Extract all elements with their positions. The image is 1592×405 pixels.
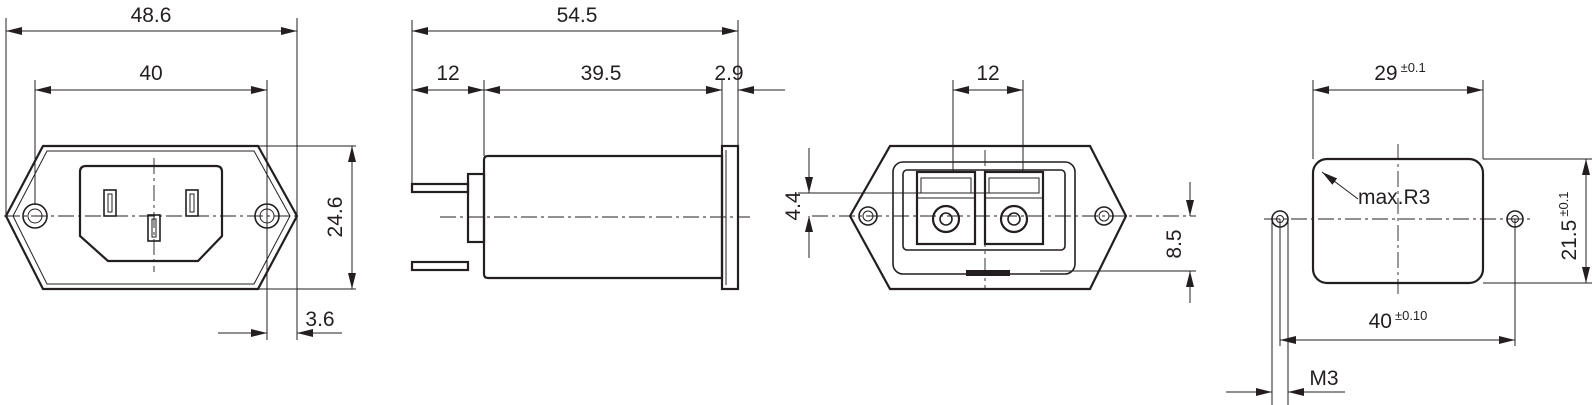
pin-right xyxy=(185,189,199,217)
c14-socket-outline xyxy=(78,164,224,263)
side-flange xyxy=(720,144,740,291)
side-view: 54.5 12 39.5 2.9 xyxy=(410,4,785,291)
panel-cutout-view: 29±0.1 max.R3 21.5±0.1 40±0.10 M3 xyxy=(1226,60,1592,405)
dim-overall-length: 54.5 xyxy=(557,4,598,27)
side-terminal-bottom xyxy=(410,260,470,272)
front-flange-outline xyxy=(4,144,299,291)
rear-screw-left xyxy=(931,204,961,234)
dim-overall-width: 48.6 xyxy=(131,4,172,27)
dim-terminal-spacing: 12 xyxy=(976,62,999,85)
rear-screw-right xyxy=(999,204,1029,234)
pin-left xyxy=(103,189,117,217)
dim-cutout-width: 29±0.1 xyxy=(1374,60,1426,85)
side-body-outline xyxy=(482,154,724,280)
side-terminal-top xyxy=(410,182,470,194)
dim-cutout-height: 21.5±0.1 xyxy=(1556,191,1581,260)
front-flange-inner-edge xyxy=(12,150,291,285)
dim-body-length: 39.5 xyxy=(581,62,622,85)
dim-screw-thread: M3 xyxy=(1309,367,1338,390)
dim-flange-offset: 3.6 xyxy=(305,308,334,331)
dim-terminal-length: 12 xyxy=(436,62,459,85)
dim-hole-spacing: 40 xyxy=(139,62,162,85)
front-view: 48.6 40 24.6 3.6 xyxy=(4,4,356,340)
rear-terminal-left xyxy=(915,170,977,246)
rear-terminal-right xyxy=(983,170,1045,246)
rear-flange-outline xyxy=(848,144,1128,291)
rear-earth-bar xyxy=(966,270,1010,276)
dim-terminal-offset: 4.4 xyxy=(782,191,805,221)
dim-flange-thickness: 2.9 xyxy=(714,62,743,85)
dim-height: 24.6 xyxy=(324,197,347,238)
label-corner-radius: max.R3 xyxy=(1358,186,1430,209)
side-terminal-block xyxy=(466,172,486,244)
dim-terminal-height: 8.5 xyxy=(1163,229,1186,258)
rear-view: 12 4.4 8.5 xyxy=(782,62,1196,303)
dim-cutout-hole-spacing: 40±0.10 xyxy=(1369,308,1428,333)
